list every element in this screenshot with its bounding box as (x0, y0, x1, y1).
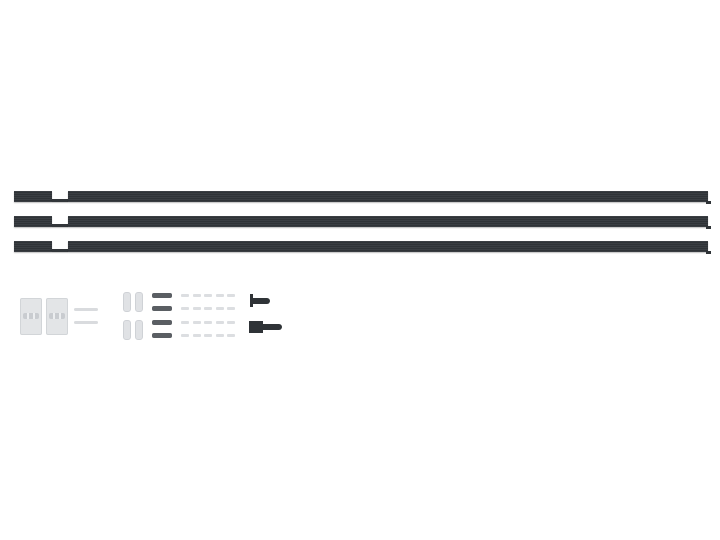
small-screw (204, 320, 212, 324)
small-screw (204, 333, 212, 337)
small-screw (204, 307, 212, 311)
plate (152, 293, 172, 298)
long-screw (74, 321, 98, 324)
clip (135, 320, 143, 340)
small-screw (227, 320, 235, 324)
long-screw (74, 308, 98, 311)
small-screw (215, 307, 224, 311)
small-screw (215, 333, 224, 337)
clip (123, 292, 131, 312)
small-screw (227, 333, 235, 337)
hinge (20, 298, 42, 335)
small-screw (227, 307, 235, 311)
small-screw (227, 294, 235, 297)
clip (135, 292, 143, 312)
small-screw (192, 320, 201, 324)
small-screw (181, 333, 189, 337)
small-screw (181, 320, 189, 324)
small-screw (181, 307, 189, 311)
plate (152, 320, 172, 325)
small-screw (215, 320, 224, 324)
small-screw (192, 307, 201, 311)
plate (152, 333, 172, 338)
rail-3 (14, 241, 711, 254)
small-screw (192, 333, 201, 337)
rail-2 (14, 216, 711, 229)
small-screw (204, 294, 212, 297)
rail-1 (14, 191, 711, 204)
clip (123, 320, 131, 340)
small-screw (192, 294, 201, 297)
hinge (46, 298, 68, 335)
plate (152, 306, 172, 311)
small-screw (215, 294, 224, 297)
small-screw (181, 294, 189, 297)
